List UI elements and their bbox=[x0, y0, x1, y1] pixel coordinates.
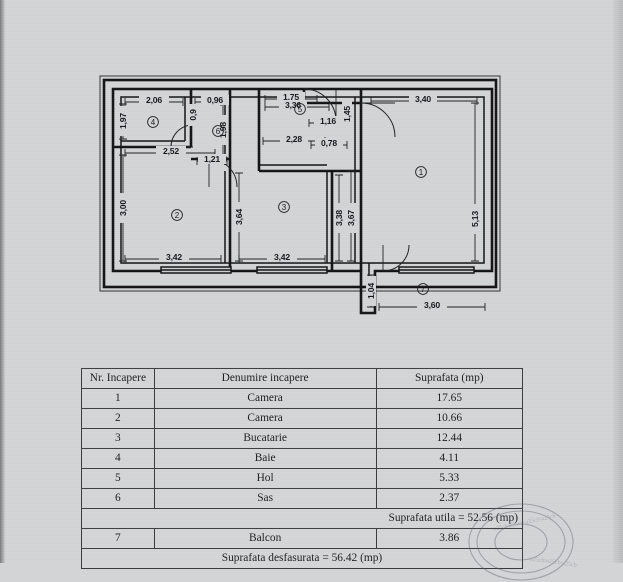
svg-text:3: 3 bbox=[282, 203, 287, 212]
svg-text:6: 6 bbox=[216, 127, 221, 136]
cell-name: Balcon bbox=[153, 528, 377, 549]
svg-text:3,36: 3,36 bbox=[285, 100, 301, 110]
table-row: 1 Camera 17.65 bbox=[81, 388, 524, 409]
svg-text:3,67: 3,67 bbox=[346, 210, 356, 226]
cell-area: 12.44 bbox=[375, 428, 524, 449]
summary-row-desfasurata: Suprafata desfasurata = 56.42 (mp) bbox=[81, 548, 523, 569]
cell-area: 10.66 bbox=[375, 408, 524, 429]
svg-text:7: 7 bbox=[421, 285, 426, 294]
cell-nr: 2 bbox=[81, 408, 155, 429]
cell-name: Bucatarie bbox=[153, 428, 377, 449]
svg-text:1,04: 1,04 bbox=[366, 283, 376, 299]
svg-text:0,96: 0,96 bbox=[207, 95, 223, 105]
floor-plan: .w { fill:none; stroke:#131315; stroke-w… bbox=[99, 75, 501, 320]
cell-name: Baie bbox=[153, 448, 377, 469]
svg-text:0,9: 0,9 bbox=[188, 109, 198, 121]
cell-nr: 6 bbox=[81, 488, 155, 509]
table-row: 2 Camera 10.66 bbox=[81, 408, 524, 429]
scan-right-edge bbox=[613, 0, 623, 563]
svg-text:1,45: 1,45 bbox=[342, 106, 352, 122]
cell-area: 5.33 bbox=[375, 468, 524, 489]
header-area: Suprafata (mp) bbox=[375, 368, 524, 389]
svg-text:3,42: 3,42 bbox=[166, 252, 182, 262]
table-row: 4 Baie 4.11 bbox=[81, 448, 524, 469]
svg-text:5: 5 bbox=[298, 105, 303, 114]
svg-text:3,00: 3,00 bbox=[118, 200, 128, 216]
svg-text:1,97: 1,97 bbox=[118, 113, 128, 129]
cell-name: Camera bbox=[153, 388, 377, 409]
table-row: 3 Bucatarie 12.44 bbox=[81, 428, 524, 449]
cell-area: 4.11 bbox=[375, 448, 524, 469]
svg-text:\u25cb\u25cb\u25cb: \u25cb\u25cb\u25cb bbox=[528, 556, 577, 569]
svg-text:3,60: 3,60 bbox=[424, 300, 440, 310]
cell-area: 2.37 bbox=[375, 488, 524, 509]
svg-text:1: 1 bbox=[419, 168, 424, 177]
svg-text:2,06: 2,06 bbox=[146, 95, 162, 105]
svg-text:3,40: 3,40 bbox=[415, 94, 431, 104]
cell-nr: 7 bbox=[81, 528, 155, 549]
svg-text:1,16: 1,16 bbox=[320, 116, 336, 126]
cell-area: 3.86 bbox=[375, 528, 524, 549]
cell-nr: 3 bbox=[81, 428, 155, 449]
svg-text:5,13: 5,13 bbox=[470, 211, 480, 227]
summary-row-utila: Suprafata utila = 52.56 (mp) bbox=[81, 508, 523, 529]
cell-nr: 1 bbox=[81, 388, 155, 409]
svg-text:3,42: 3,42 bbox=[274, 252, 290, 262]
svg-text:2,52: 2,52 bbox=[163, 146, 179, 156]
table-row: 5 Hol 5.33 bbox=[81, 468, 524, 489]
room-area-table: Nr. Incapere Denumire incapere Suprafata… bbox=[81, 368, 524, 569]
svg-text:2: 2 bbox=[175, 211, 180, 220]
table-row-balcony: 7 Balcon 3.86 bbox=[81, 528, 524, 549]
cell-nr: 4 bbox=[81, 448, 155, 469]
svg-text:1,75: 1,75 bbox=[283, 92, 299, 102]
cell-area: 17.65 bbox=[375, 388, 524, 409]
summary-desfasurata-text: Suprafata desfasurata = 56.42 (mp) bbox=[81, 548, 523, 569]
svg-text:3,64: 3,64 bbox=[234, 209, 244, 225]
header-name: Denumire incapere bbox=[153, 368, 377, 389]
table-header-row: Nr. Incapere Denumire incapere Suprafata… bbox=[81, 368, 524, 389]
cell-name: Camera bbox=[153, 408, 377, 429]
svg-text:1,21: 1,21 bbox=[204, 154, 220, 164]
svg-text:0,78: 0,78 bbox=[321, 138, 337, 148]
svg-text:2,28: 2,28 bbox=[286, 134, 302, 144]
summary-utila-text: Suprafata utila = 52.56 (mp) bbox=[81, 508, 523, 529]
scan-left-edge bbox=[0, 0, 5, 563]
table-row: 6 Sas 2.37 bbox=[81, 488, 524, 509]
svg-text:3,38: 3,38 bbox=[334, 210, 344, 226]
svg-text:4: 4 bbox=[151, 118, 156, 127]
header-nr: Nr. Incapere bbox=[81, 368, 155, 389]
room-number-markers: 4 2 6 5 3 1 7 bbox=[147, 103, 429, 295]
cell-nr: 5 bbox=[81, 468, 155, 489]
cell-name: Sas bbox=[153, 488, 377, 509]
cell-name: Hol bbox=[153, 468, 377, 489]
